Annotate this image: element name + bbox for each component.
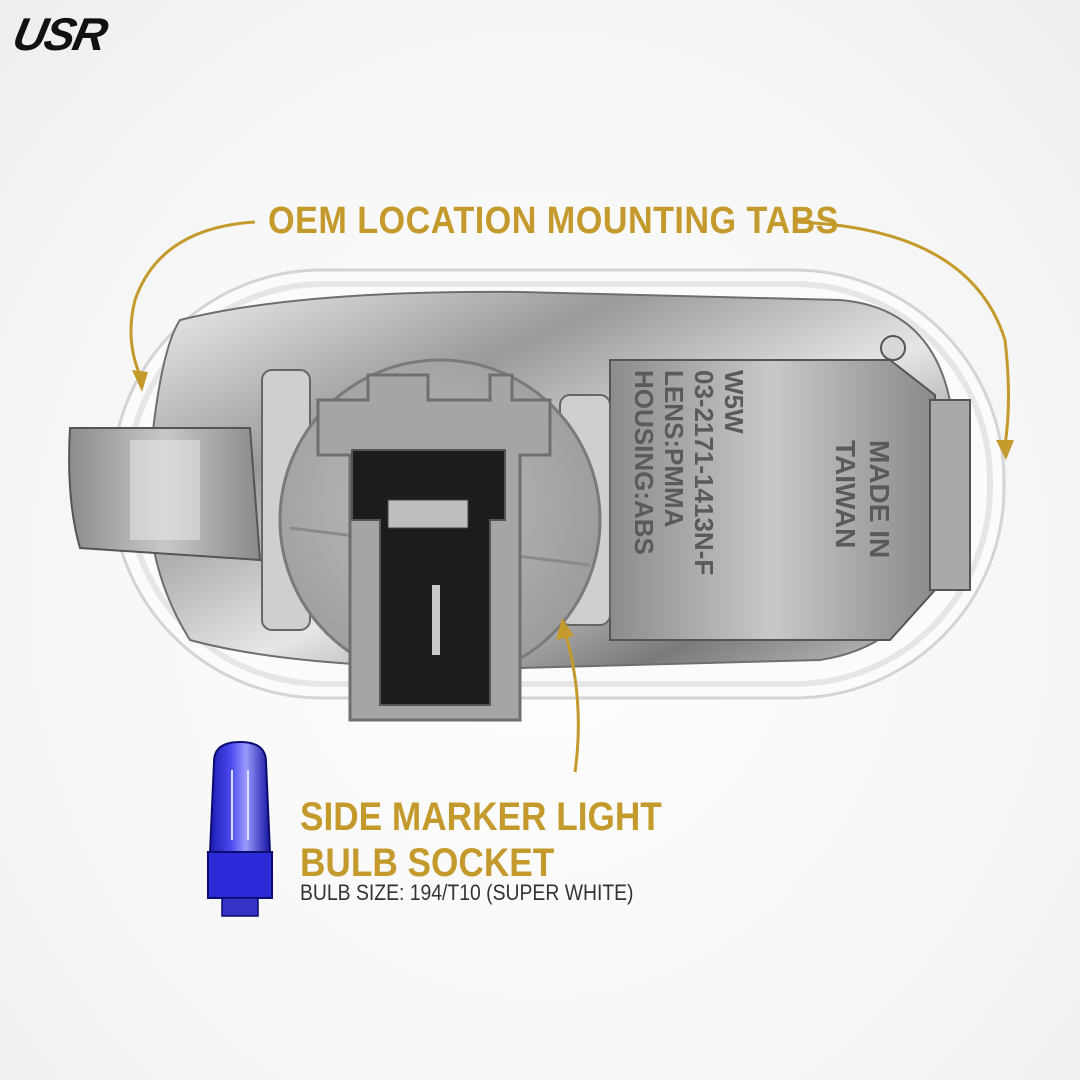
bulb-base	[207, 851, 273, 899]
arrow-socket	[563, 631, 580, 773]
arrowhead-right	[996, 440, 1014, 460]
made-in-group: MADE IN TAIWAN	[830, 440, 895, 558]
t10-bulb	[207, 740, 273, 917]
arrow-right-tab	[794, 220, 1010, 446]
right-mounting-tab	[929, 399, 971, 591]
mounting-tabs-callout: OEM LOCATION MOUNTING TABS	[268, 200, 839, 242]
tab-highlight	[130, 440, 200, 540]
embossed-text-group: W5W 03-2171-1413N-F LENS:PMMA HOUSING:AB…	[629, 370, 749, 575]
arrowhead-left	[132, 370, 148, 392]
socket-callout-line2: BULB SOCKET	[300, 841, 555, 885]
bulb-wedge	[221, 897, 259, 917]
made-in-line1: MADE IN	[864, 440, 895, 558]
socket-callout-title: SIDE MARKER LIGHT BULB SOCKET	[300, 794, 662, 886]
callout-arrows	[129, 220, 1010, 773]
arrow-heads	[132, 370, 1014, 640]
screw-head	[880, 335, 906, 361]
bulb-glass	[208, 740, 272, 853]
arrow-left-tab	[129, 220, 256, 376]
embossed-line4: HOUSING:ABS	[629, 370, 659, 555]
embossed-line1: W5W	[719, 370, 749, 434]
made-in-line2: TAIWAN	[830, 440, 861, 548]
socket-terminal-pin	[432, 585, 440, 655]
embossed-line2: 03-2171-1413N-F	[689, 370, 719, 575]
socket-terminal-top	[387, 499, 469, 529]
socket-callout-line1: SIDE MARKER LIGHT	[300, 795, 662, 839]
arrowhead-socket	[556, 618, 574, 640]
bulb-size-label: BULB SIZE: 194/T10 (SUPER WHITE)	[300, 880, 634, 905]
embossed-line3: LENS:PMMA	[659, 370, 689, 528]
